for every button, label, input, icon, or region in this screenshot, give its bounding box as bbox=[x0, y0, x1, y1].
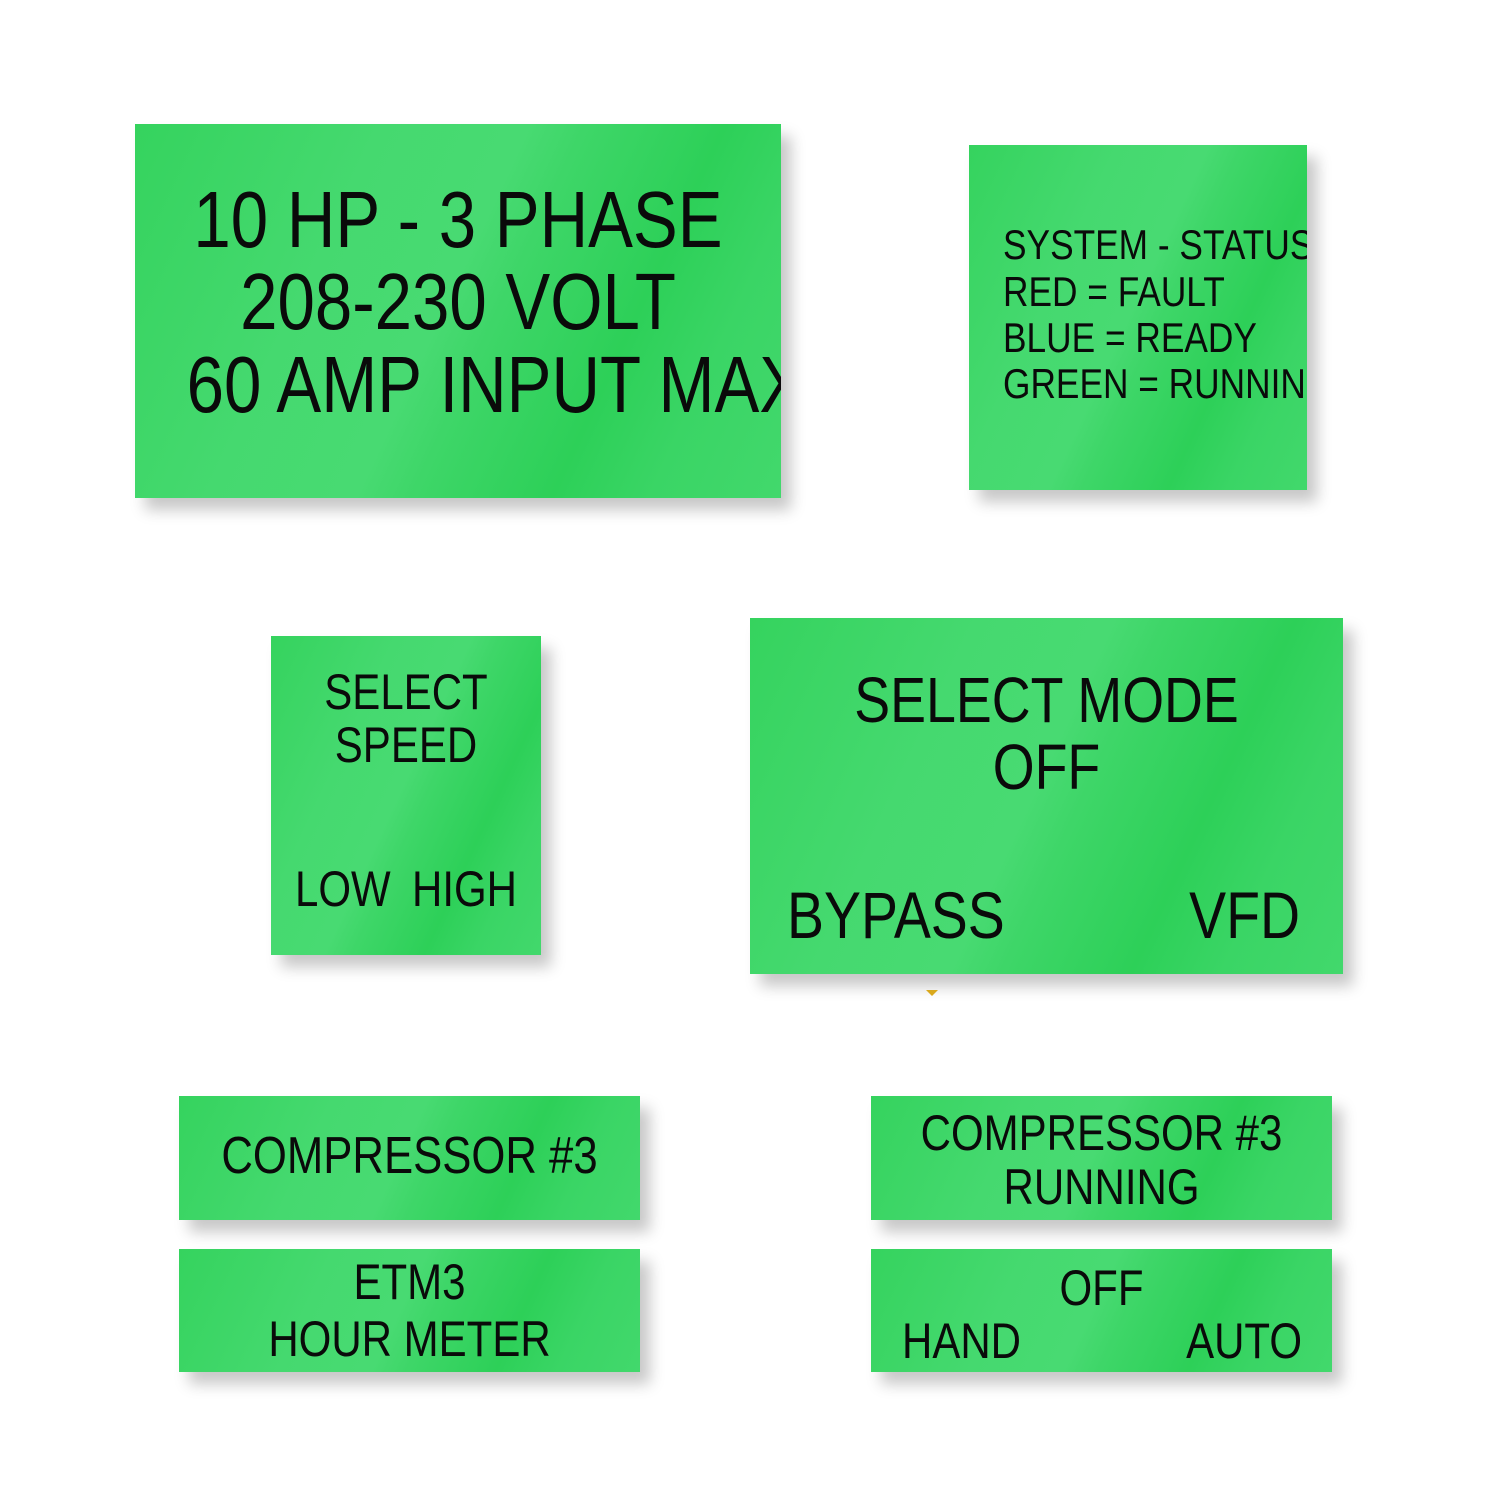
hour-meter-line-2: HOUR METER bbox=[268, 1311, 551, 1367]
hand-off-auto-plate: OFF HAND AUTO bbox=[871, 1249, 1332, 1372]
power-line-1: 10 HP - 3 PHASE bbox=[193, 175, 723, 264]
power-line-3: 60 AMP INPUT MAX bbox=[186, 340, 781, 429]
hour-meter-plate: ETM3 HOUR METER bbox=[179, 1249, 640, 1372]
mode-bypass-label: BYPASS bbox=[787, 878, 1005, 952]
mode-vfd-label: VFD bbox=[1189, 878, 1300, 952]
speed-high-label: HIGH bbox=[412, 861, 517, 917]
select-speed-plate: SELECT SPEED LOW HIGH bbox=[271, 636, 541, 955]
status-line-4: GREEN = RUNNING bbox=[1003, 360, 1307, 407]
status-line-2: RED = FAULT bbox=[1003, 268, 1225, 315]
power-rating-plate: 10 HP - 3 PHASE 208-230 VOLT 60 AMP INPU… bbox=[135, 124, 781, 498]
status-line-1: SYSTEM - STATUS bbox=[1003, 221, 1307, 268]
speed-title-2: SPEED bbox=[334, 717, 478, 773]
hoa-off-label: OFF bbox=[1059, 1260, 1144, 1316]
system-status-plate: SYSTEM - STATUS RED = FAULT BLUE = READY… bbox=[969, 145, 1307, 490]
power-line-2: 208-230 VOLT bbox=[240, 257, 676, 346]
hoa-auto-label: AUTO bbox=[1186, 1313, 1302, 1369]
hoa-hand-label: HAND bbox=[902, 1313, 1022, 1369]
speed-title-1: SELECT bbox=[324, 664, 488, 720]
mode-title-2: OFF bbox=[992, 731, 1101, 803]
marker-icon bbox=[926, 990, 938, 996]
mode-title-1: SELECT MODE bbox=[854, 664, 1239, 736]
compressor-line-1: COMPRESSOR #3 bbox=[221, 1127, 598, 1185]
running-plate: COMPRESSOR #3 RUNNING bbox=[871, 1096, 1332, 1220]
select-mode-plate: SELECT MODE OFF BYPASS VFD bbox=[750, 618, 1343, 974]
running-line-1: COMPRESSOR #3 bbox=[920, 1105, 1283, 1161]
speed-low-label: LOW bbox=[295, 861, 391, 917]
compressor-plate: COMPRESSOR #3 bbox=[179, 1096, 640, 1220]
running-line-2: RUNNING bbox=[1003, 1159, 1200, 1215]
status-line-3: BLUE = READY bbox=[1003, 314, 1257, 361]
hour-meter-line-1: ETM3 bbox=[353, 1254, 466, 1310]
